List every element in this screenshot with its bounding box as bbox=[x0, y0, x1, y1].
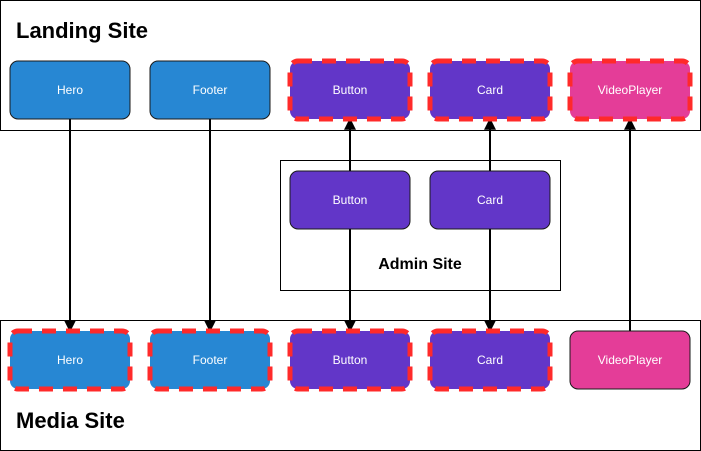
landing-node-box-card bbox=[427, 58, 553, 122]
media-node-box-button bbox=[287, 328, 413, 392]
media-node-button[interactable]: Button bbox=[287, 328, 413, 392]
landing-node-label-card: Card bbox=[477, 83, 503, 97]
media-node-box-videoplayer bbox=[569, 330, 691, 390]
media-node-label-videoplayer: VideoPlayer bbox=[598, 353, 663, 367]
landing-node-label-button: Button bbox=[333, 83, 368, 97]
media-node-box-hero bbox=[7, 328, 133, 392]
admin-site-title: Admin Site bbox=[378, 256, 462, 273]
media-node-label-button: Button bbox=[333, 353, 368, 367]
admin-node-button[interactable]: Button bbox=[289, 170, 411, 230]
media-node-videoplayer[interactable]: VideoPlayer bbox=[569, 330, 691, 390]
media-node-label-footer: Footer bbox=[193, 353, 228, 367]
admin-node-card[interactable]: Card bbox=[429, 170, 551, 230]
media-node-card[interactable]: Card bbox=[427, 328, 553, 392]
landing-node-footer[interactable]: Footer bbox=[149, 60, 271, 120]
media-node-box-footer bbox=[147, 328, 273, 392]
admin-node-box-card bbox=[429, 170, 551, 230]
media-node-footer[interactable]: Footer bbox=[147, 328, 273, 392]
landing-node-card[interactable]: Card bbox=[427, 58, 553, 122]
media-node-label-card: Card bbox=[477, 353, 503, 367]
edges-layer bbox=[64, 117, 636, 333]
landing-node-label-hero: Hero bbox=[57, 83, 83, 97]
landing-node-label-footer: Footer bbox=[193, 83, 228, 97]
landing-node-box-videoplayer bbox=[567, 58, 693, 122]
landing-site-title: Landing Site bbox=[16, 18, 148, 43]
media-node-label-hero: Hero bbox=[57, 353, 83, 367]
media-node-hero[interactable]: Hero bbox=[7, 328, 133, 392]
admin-node-label-button: Button bbox=[333, 193, 368, 207]
landing-node-label-videoplayer: VideoPlayer bbox=[598, 83, 663, 97]
landing-node-box-footer bbox=[149, 60, 271, 120]
media-site-title: Media Site bbox=[16, 408, 125, 433]
landing-node-box-hero bbox=[9, 60, 131, 120]
admin-node-box-button bbox=[289, 170, 411, 230]
landing-node-box-button bbox=[287, 58, 413, 122]
admin-node-label-card: Card bbox=[477, 193, 503, 207]
landing-node-hero[interactable]: Hero bbox=[9, 60, 131, 120]
landing-node-videoplayer[interactable]: VideoPlayer bbox=[567, 58, 693, 122]
landing-node-button[interactable]: Button bbox=[287, 58, 413, 122]
media-node-box-card bbox=[427, 328, 553, 392]
